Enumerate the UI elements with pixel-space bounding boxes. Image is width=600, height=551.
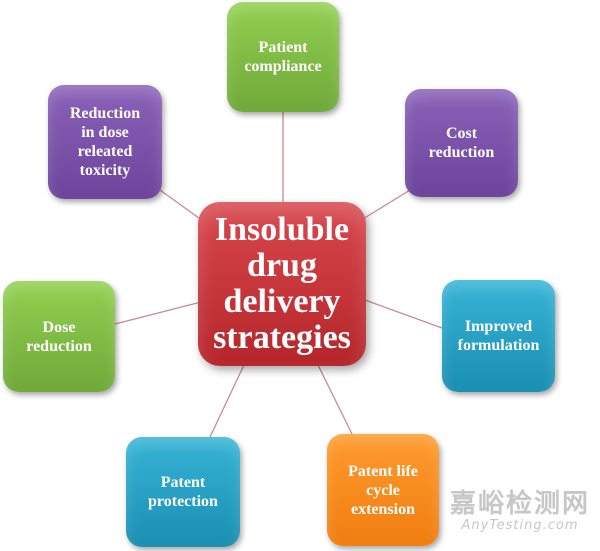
connector-improved-formulation [364,299,443,329]
node-patent-life-cycle-extension: Patent life cycle extension [327,434,439,546]
node-label: Patient compliance [244,39,322,75]
node-dose-reduction: Dose reduction [3,281,115,392]
connector-cost-reduction [357,189,411,223]
node-improved-formulation: Improved formulation [442,280,555,392]
node-label: Patent protection [148,474,218,510]
watermark-cn: 嘉峪检测网 [449,489,590,519]
center-label: Insoluble drug delivery strategies [213,211,351,356]
watermark-en: AnyTesting.com [461,518,579,533]
node-cost-reduction: Cost reduction [405,89,518,197]
connector-patent-protection [209,364,245,438]
node-label: Improved formulation [457,318,540,354]
node-label: Cost reduction [428,125,495,161]
node-label: Reduction in dose releated toxicity [69,105,141,179]
connector-patent-life-cycle-extension [317,364,353,435]
node-patient-compliance: Patient compliance [227,2,339,112]
node-patent-protection: Patent protection [126,437,240,547]
connector-dose-reduction [114,301,202,325]
node-label: Dose reduction [26,318,92,355]
watermark: 嘉峪检测网 AnyTesting.com [450,490,590,533]
center-node-insoluble-drug-delivery-strategies: Insoluble drug delivery strategies [198,202,366,366]
node-label: Patent life cycle extension [348,462,418,518]
node-reduction-in-dose-related-toxicity: Reduction in dose releated toxicity [48,85,162,199]
